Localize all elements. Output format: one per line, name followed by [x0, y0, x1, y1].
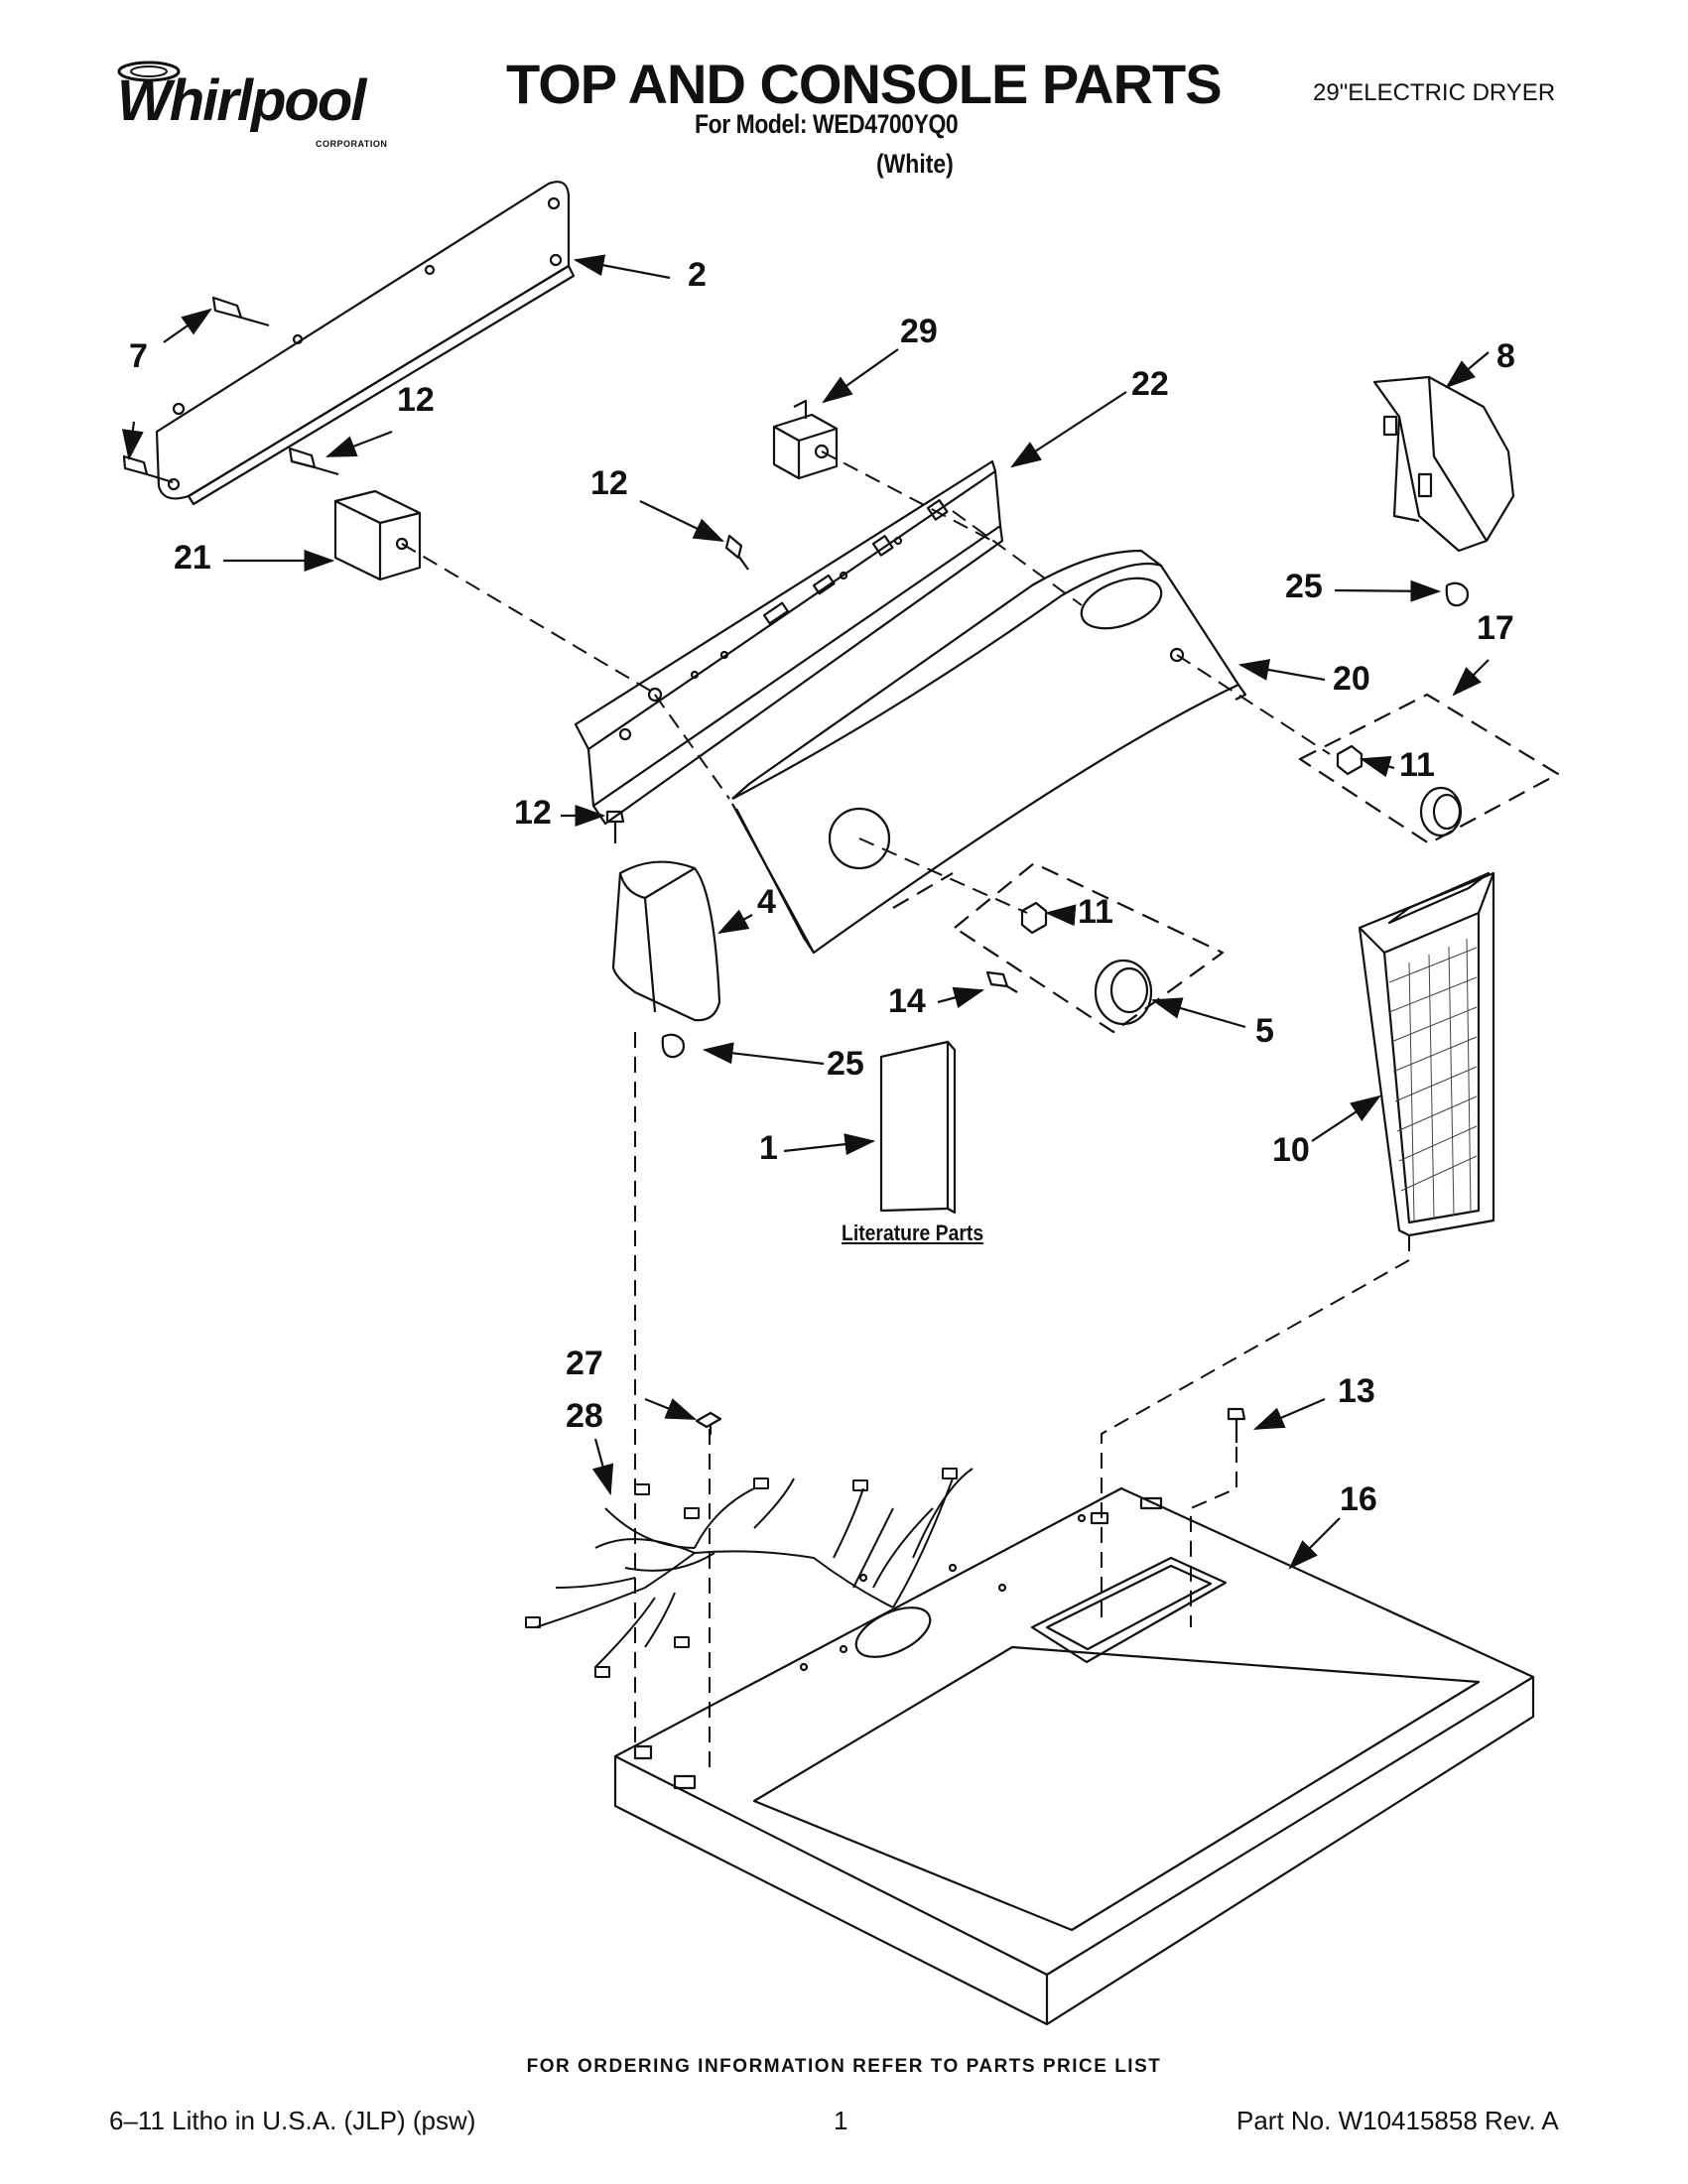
callout-25-left: 25: [827, 1045, 864, 1083]
clip-25-left: [661, 1033, 686, 1059]
leader-arrows: [121, 254, 1490, 1570]
callout-17: 17: [1477, 609, 1514, 647]
callout-1: 1: [759, 1129, 778, 1167]
screw-7-bottom: [122, 454, 174, 484]
end-cap-right: [1372, 375, 1515, 553]
literature-book: [879, 1040, 957, 1215]
callout-2: 2: [688, 256, 707, 294]
screw-12-c: [605, 810, 625, 843]
page-number: 1: [834, 2106, 848, 2135]
callout-12-b: 12: [590, 464, 628, 502]
logo-corporation: CORPORATION: [316, 139, 388, 149]
callout-11-right: 11: [1399, 746, 1435, 784]
swirl-icon: [117, 61, 181, 82]
switch-29: [772, 399, 839, 480]
screw-13: [1227, 1407, 1246, 1443]
ordering-note: FOR ORDERING INFORMATION REFER TO PARTS …: [526, 2056, 1162, 2077]
callout-12-a: 12: [397, 381, 435, 419]
callout-21: 21: [174, 539, 211, 577]
top-panel: [613, 1486, 1535, 2026]
model-line: For Model: WED4700YQ0: [695, 109, 959, 139]
wire-harness: [525, 1468, 974, 1678]
assembly-lines: [401, 450, 1410, 1776]
callout-25-right: 25: [1285, 568, 1323, 605]
screw-12-b: [724, 534, 749, 571]
literature-parts-label: Literature Parts: [842, 1220, 984, 1245]
product-type: 29"ELECTRIC DRYER: [1313, 79, 1556, 106]
knob-kit-17: [1298, 693, 1560, 845]
color-line: (White): [876, 149, 954, 179]
callout-11-mid: 11: [1078, 893, 1113, 931]
page-title: TOP AND CONSOLE PARTS: [506, 53, 1223, 115]
callout-20: 20: [1333, 660, 1370, 698]
callout-16: 16: [1340, 1480, 1377, 1518]
screw-14: [985, 970, 1018, 993]
callout-29: 29: [900, 313, 938, 350]
callout-10: 10: [1272, 1131, 1310, 1169]
callout-14: 14: [888, 982, 926, 1020]
callout-4: 4: [757, 883, 776, 921]
lint-screen: [1358, 871, 1495, 1237]
console: [731, 549, 1247, 955]
callout-12-c: 12: [514, 794, 552, 832]
callout-5: 5: [1255, 1012, 1274, 1050]
end-cap-left: [611, 860, 721, 1022]
screw-7-top: [211, 296, 270, 327]
timer: [333, 489, 422, 581]
clip-25-right: [1445, 581, 1470, 607]
callout-27: 27: [566, 1345, 603, 1382]
logo-wordmark: Whirlpool: [117, 68, 366, 133]
knob-kit-5: [892, 861, 1225, 1034]
callout-8: 8: [1496, 337, 1515, 375]
callout-28: 28: [566, 1397, 603, 1435]
part-number: Part No. W10415858 Rev. A: [1236, 2106, 1559, 2135]
whirlpool-logo: [111, 60, 379, 159]
callout-22: 22: [1131, 365, 1169, 403]
callout-13: 13: [1338, 1372, 1375, 1410]
rear-panel-bracket: [155, 181, 576, 506]
callout-7: 7: [129, 337, 148, 375]
print-info: 6–11 Litho in U.S.A. (JLP) (psw): [109, 2106, 476, 2135]
screw-12-a: [288, 447, 339, 476]
knob-17: [1336, 744, 1463, 837]
